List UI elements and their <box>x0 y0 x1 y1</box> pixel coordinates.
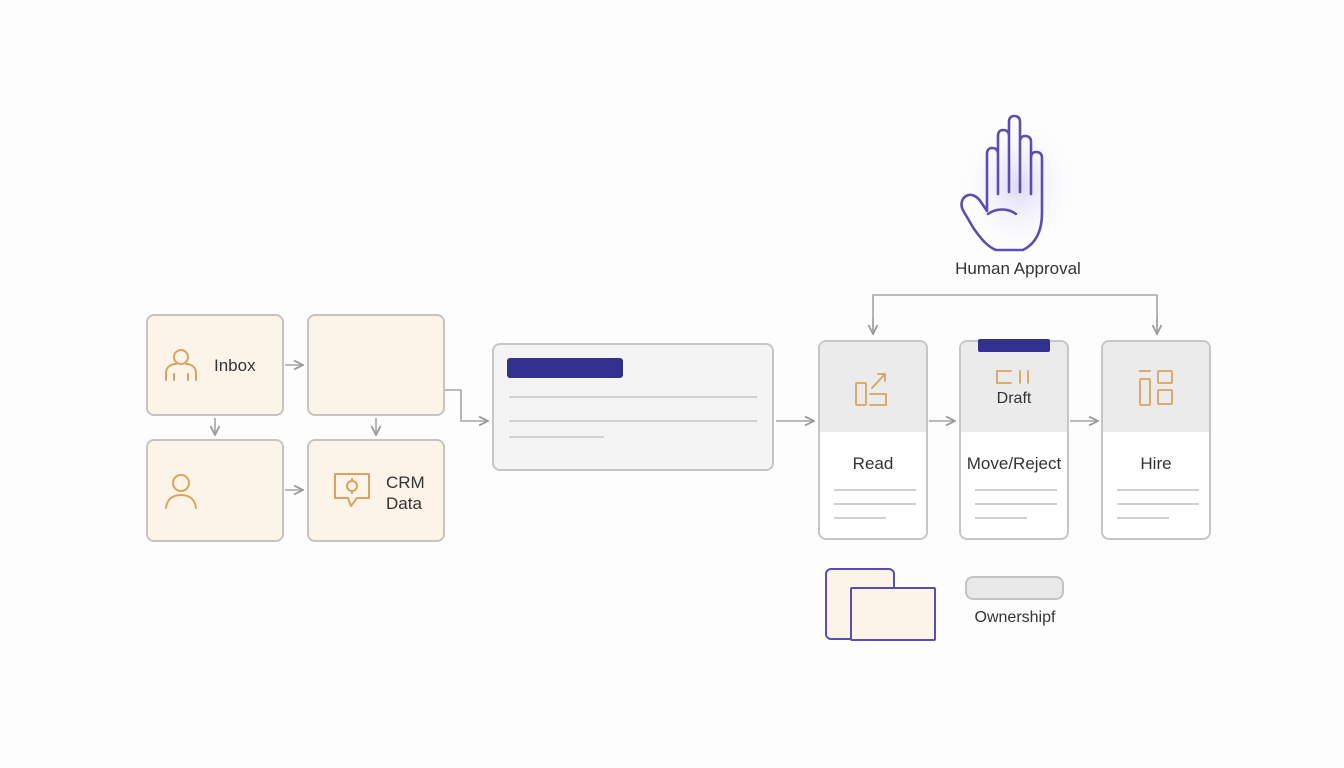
card-line <box>975 517 1027 519</box>
panel-line <box>509 420 757 422</box>
export-icon <box>855 373 887 406</box>
card-line <box>975 503 1057 505</box>
crm-data-box[interactable] <box>307 439 445 542</box>
card-line <box>1117 517 1169 519</box>
panel-header-bar <box>507 358 623 378</box>
processing-panel[interactable] <box>492 343 774 471</box>
card-line <box>834 489 916 491</box>
card-line <box>1117 489 1199 491</box>
person-icon <box>165 349 197 381</box>
chat-bubble-icon <box>334 473 370 507</box>
crm-label-line1: CRM <box>386 473 425 492</box>
human-approval-label: Human Approval <box>955 259 1081 278</box>
approval-bracket <box>872 294 1158 333</box>
hire-label: Hire <box>1140 454 1172 473</box>
source-box-2[interactable] <box>307 314 445 416</box>
read-label: Read <box>852 454 894 473</box>
panel-line <box>509 436 604 438</box>
document-front <box>850 587 936 641</box>
hire-card[interactable]: Hire <box>1101 340 1211 540</box>
read-card[interactable]: Read <box>818 340 928 540</box>
grid-icon <box>1139 370 1173 406</box>
columns-icon <box>996 370 1029 384</box>
ownership-pill[interactable] <box>965 576 1064 600</box>
user-box[interactable] <box>146 439 284 542</box>
draft-label: Draft <box>996 390 1032 407</box>
ownership-label: Ownershipf <box>974 609 1056 626</box>
card-line <box>834 517 886 519</box>
arrow-sources-to-panel <box>445 389 488 421</box>
draft-accent-bar <box>978 339 1050 352</box>
card-header <box>961 342 1067 432</box>
move-reject-label: Move/Reject <box>966 454 1062 473</box>
card-line <box>1117 503 1199 505</box>
card-line <box>834 503 916 505</box>
card-header <box>1103 342 1209 432</box>
inbox-box[interactable] <box>146 314 284 416</box>
raised-hand-icon <box>956 114 1080 256</box>
user-icon <box>165 474 197 509</box>
card-line <box>975 489 1057 491</box>
move-reject-card[interactable]: Draft Move/Reject <box>959 340 1069 540</box>
panel-line <box>509 396 757 398</box>
crm-label-line2: Data <box>386 494 422 513</box>
inbox-label: Inbox <box>214 356 256 375</box>
